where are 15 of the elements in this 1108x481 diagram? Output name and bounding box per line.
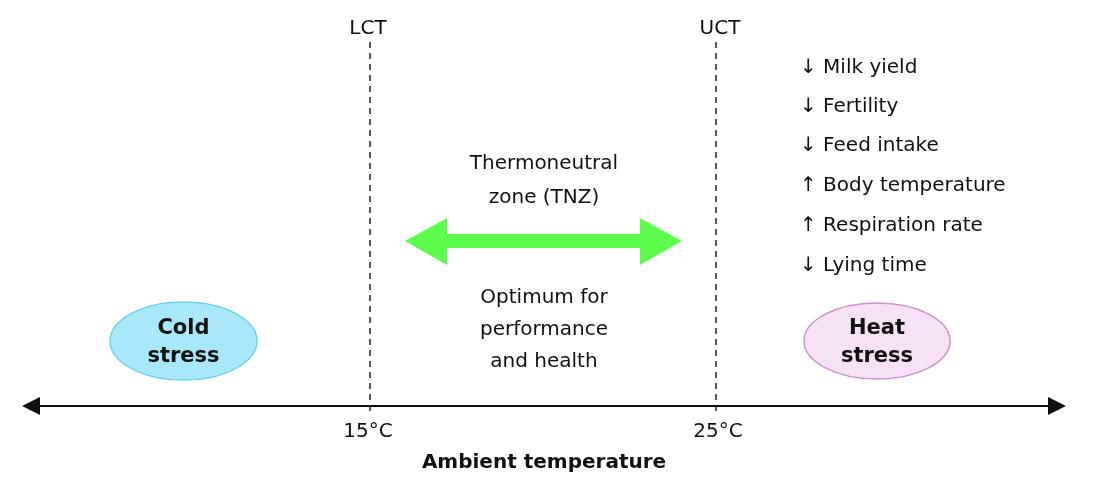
ellipse-node: Heat stress [803,302,951,380]
effect-item: ↓ Fertility [800,92,899,119]
effect-item: ↓ Feed intake [800,131,939,158]
effect-item: ↓ Milk yield [800,53,918,80]
tick-label: 25°C [692,417,744,444]
effect-item: ↓ Lying time [800,251,927,278]
axis-title: Ambient temperature [420,448,668,475]
tick-label: 15°C [342,417,394,444]
zone-label: Thermoneutral zone (TNZ) [468,149,620,210]
effect-item: ↑ Respiration rate [800,211,983,238]
effect-item: ↑ Body temperature [800,171,1006,198]
threshold-label: UCT [698,14,742,41]
zone-description: Optimum for performance and health [478,283,610,374]
threshold-label: LCT [348,14,388,41]
ellipse-node: Cold stress [109,301,258,381]
